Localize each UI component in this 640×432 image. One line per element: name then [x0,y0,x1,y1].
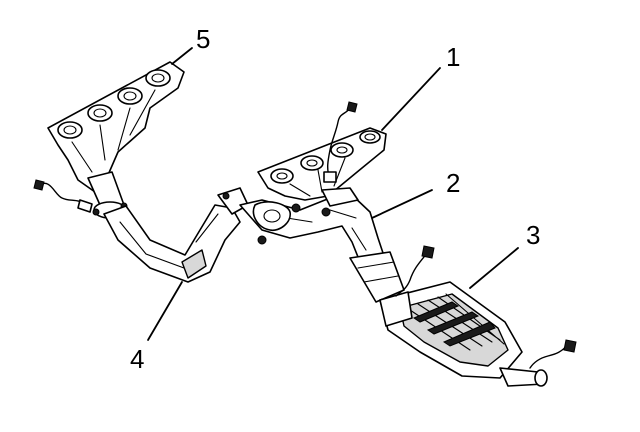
catalytic-converter [349,251,548,387]
callout-labels: 1 2 3 4 5 [130,24,540,374]
leader-line-2 [371,189,433,219]
front-exhaust-pipe [103,187,249,283]
callout-2: 2 [446,168,460,198]
leader-line-3 [469,247,519,289]
leader-line-1 [381,67,441,131]
front-exhaust-manifold [47,61,185,219]
rear-exhaust-manifold [257,127,387,201]
crossover-y-pipe [239,187,385,263]
leader-line-5 [171,47,193,65]
converter-oxygen-sensors [395,245,577,369]
callout-4: 4 [130,344,144,374]
leader-lines [147,47,519,341]
rear-manifold-oxygen-sensor [323,101,358,183]
leader-line-4 [147,281,183,341]
front-oxygen-sensor [33,179,93,213]
callout-5: 5 [196,24,210,54]
callout-1: 1 [446,42,460,72]
callout-3: 3 [526,220,540,250]
